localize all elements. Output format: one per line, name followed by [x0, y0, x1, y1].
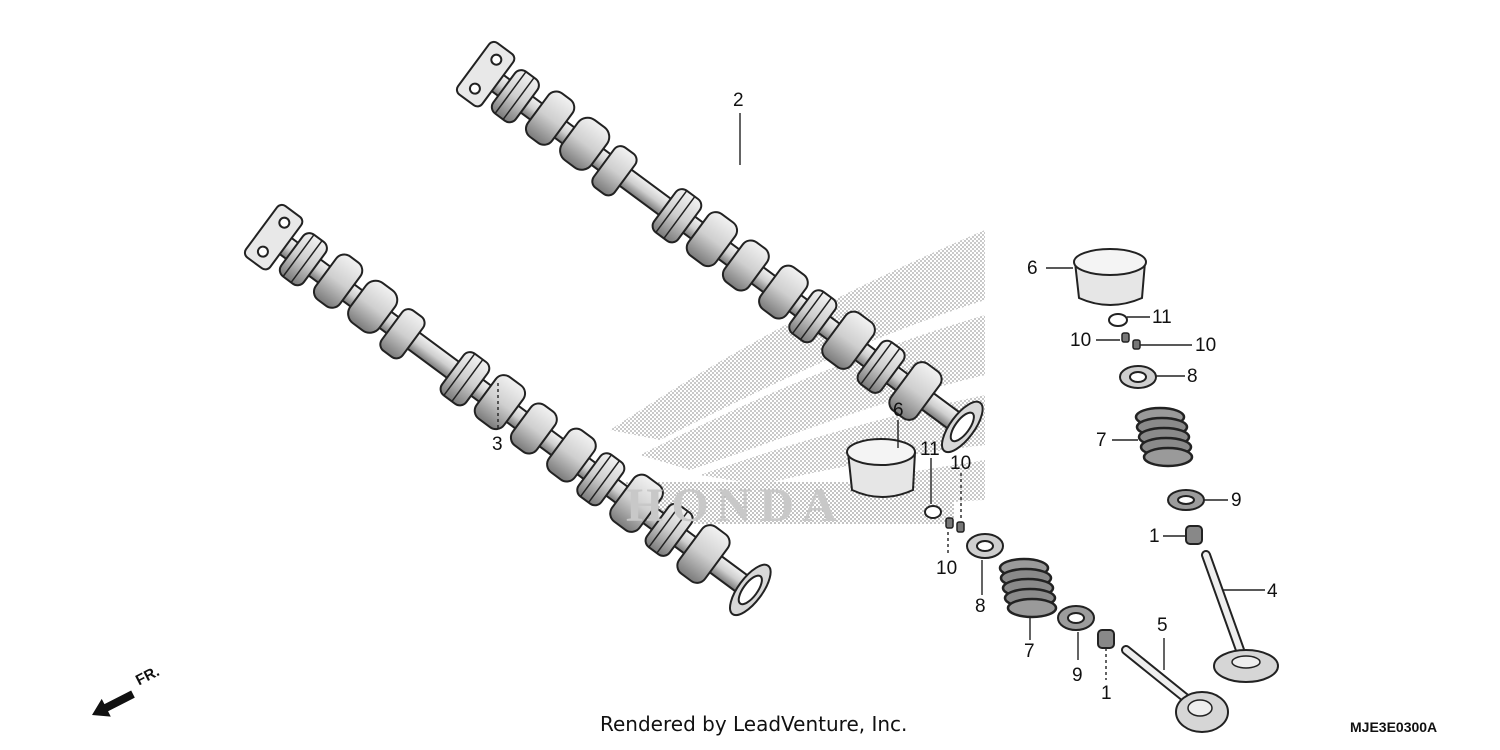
callout-cotter-left-top: 10: [950, 453, 972, 474]
callout-cotter-left-bottom: 10: [936, 558, 958, 579]
callout-seal-right: 1: [1149, 526, 1160, 547]
diagram-code: MJE3E0300A: [1350, 719, 1438, 735]
spring-seat-right[interactable]: [1167, 489, 1205, 511]
valve-right[interactable]: [1201, 550, 1279, 683]
seal-left[interactable]: [1097, 629, 1115, 649]
valve-left[interactable]: [1121, 645, 1229, 733]
callout-valve-right: 4: [1267, 581, 1278, 602]
spring-left[interactable]: [998, 557, 1058, 619]
callout-camshaft-lower: 3: [492, 434, 503, 455]
shim-left[interactable]: [924, 505, 942, 519]
front-direction-arrow-icon: [92, 690, 135, 717]
seal-right[interactable]: [1185, 525, 1203, 545]
spring-seat-left[interactable]: [1057, 605, 1095, 631]
callout-shim-right: 11: [1152, 307, 1172, 328]
leader-lines: [497, 113, 1265, 680]
render-credit: Rendered by LeadVenture, Inc.: [600, 712, 908, 736]
callout-spring-seat-left: 9: [1072, 665, 1083, 686]
lifter-right[interactable]: [1073, 248, 1147, 306]
camshaft-lower[interactable]: [243, 203, 779, 623]
callout-cotter-right-left: 10: [1070, 330, 1092, 351]
callout-spring-right: 7: [1096, 430, 1107, 451]
callout-retainer-left: 8: [975, 596, 986, 617]
callout-lifter-left: 6: [893, 400, 904, 421]
callout-spring-left: 7: [1024, 641, 1035, 662]
callout-cotter-right-right: 10: [1195, 335, 1217, 356]
cotter-left[interactable]: [945, 517, 965, 533]
callout-lifter-right: 6: [1027, 258, 1038, 279]
callout-valve-left: 5: [1157, 615, 1168, 636]
retainer-right[interactable]: [1119, 365, 1157, 389]
honda-watermark-text: HONDA: [626, 479, 845, 532]
callout-camshaft-upper: 2: [733, 90, 744, 111]
camshaft-upper[interactable]: [455, 40, 991, 460]
callout-seal-left: 1: [1101, 683, 1112, 704]
callout-shim-left: 11: [920, 439, 940, 460]
callout-spring-seat-right: 9: [1231, 490, 1242, 511]
retainer-left[interactable]: [966, 533, 1004, 559]
lifter-left[interactable]: [846, 438, 916, 498]
cotter-right[interactable]: [1121, 332, 1141, 350]
spring-right[interactable]: [1134, 406, 1194, 468]
callout-retainer-right: 8: [1187, 366, 1198, 387]
shim-right[interactable]: [1108, 313, 1128, 327]
